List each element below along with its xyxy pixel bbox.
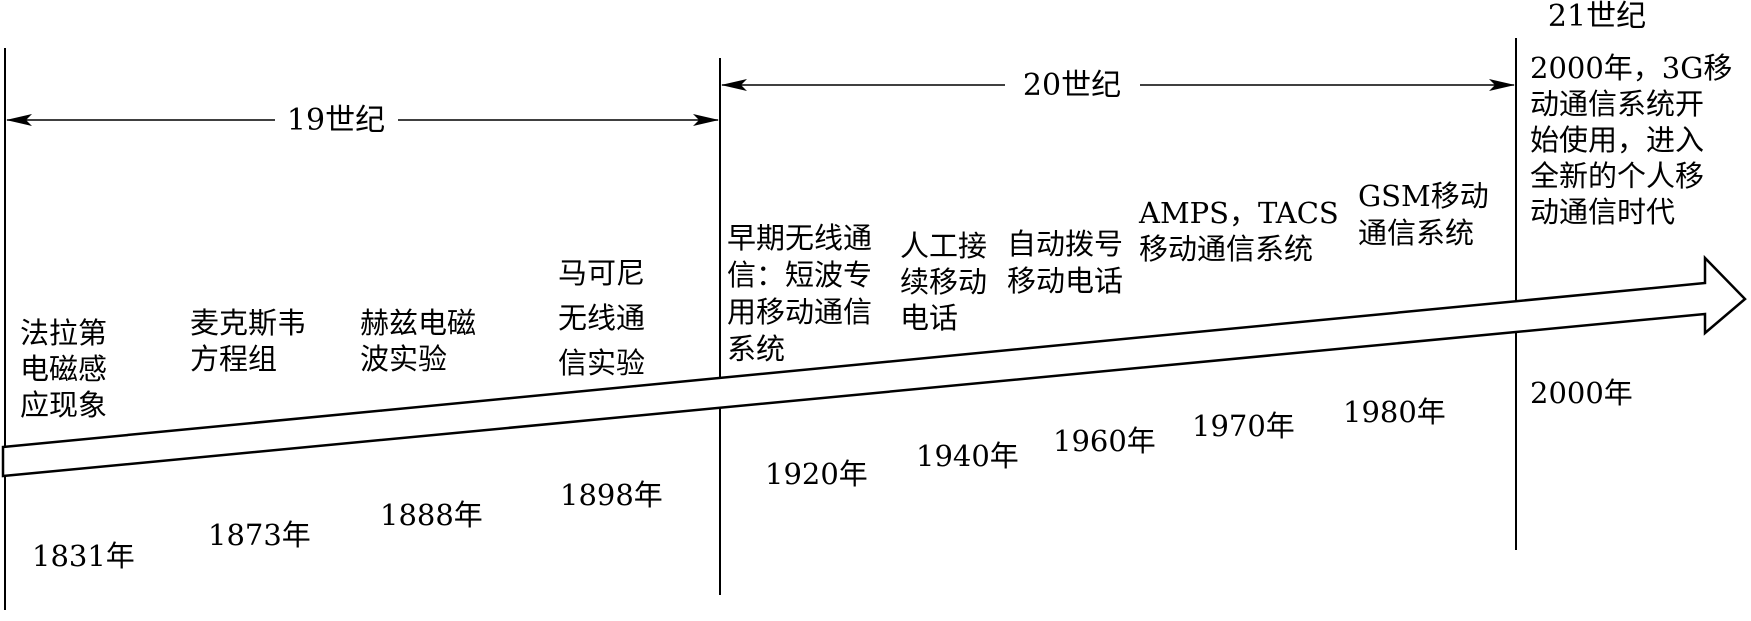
- event-1831-year: 1831年: [32, 539, 135, 573]
- event-1920-desc-line-3: 用移动通信: [727, 295, 872, 329]
- event-1898-desc-line-2: 无线通: [558, 301, 645, 335]
- event-1970: AMPS，TACS 移动通信系统 1970年: [1138, 196, 1339, 443]
- event-1831: 法拉第 电磁感 应现象 1831年: [20, 316, 135, 573]
- event-1960-year: 1960年: [1053, 424, 1156, 458]
- event-1898-year: 1898年: [560, 478, 663, 512]
- century-19-label: 19世纪: [287, 103, 385, 138]
- event-1873-desc-line-1: 麦克斯韦: [190, 306, 306, 340]
- event-2000-desc-line-4: 全新的个人移: [1530, 159, 1704, 193]
- event-1970-desc-line-1: AMPS，TACS: [1138, 196, 1339, 230]
- event-1970-year: 1970年: [1192, 409, 1295, 443]
- event-1898-desc-line-3: 信实验: [558, 346, 645, 380]
- event-2000-desc-line-5: 动通信时代: [1530, 195, 1675, 229]
- event-1980: GSM移动 通信系统 1980年: [1343, 179, 1489, 429]
- event-2000-year: 2000年: [1530, 376, 1633, 410]
- event-1920-year: 1920年: [765, 457, 868, 491]
- event-1940-year: 1940年: [916, 439, 1019, 473]
- event-1980-desc-line-2: 通信系统: [1358, 216, 1474, 250]
- timeline-arrow: [1, 254, 1747, 478]
- event-1898-desc-line-1: 马可尼: [558, 256, 645, 290]
- event-2000-desc-line-1: 2000年，3G移: [1530, 51, 1732, 85]
- event-1920: 早期无线通 信：短波专 用移动通信 系统 1920年: [727, 221, 872, 491]
- event-1980-year: 1980年: [1343, 395, 1446, 429]
- event-1831-desc-line-1: 法拉第: [20, 316, 107, 350]
- event-1920-desc-line-2: 信：短波专: [727, 258, 872, 292]
- event-1940: 人工接 续移动 电话 1940年: [900, 229, 1019, 473]
- event-1940-desc-line-1: 人工接: [900, 229, 987, 263]
- event-1920-desc-line-4: 系统: [727, 332, 785, 366]
- event-1898: 马可尼 无线通 信实验 1898年: [558, 256, 663, 512]
- event-1888-desc-line-1: 赫兹电磁: [360, 306, 476, 340]
- event-1960-desc-line-2: 移动电话: [1007, 264, 1123, 298]
- event-1940-desc-line-3: 电话: [900, 301, 958, 335]
- event-2000-desc-line-2: 动通信系统开: [1530, 87, 1704, 121]
- event-2000-desc-line-3: 始使用，进入: [1530, 123, 1704, 157]
- event-1920-desc-line-1: 早期无线通: [727, 221, 872, 255]
- event-1940-desc-line-2: 续移动: [900, 265, 987, 299]
- event-1873: 麦克斯韦 方程组 1873年: [190, 306, 311, 552]
- event-1970-desc-line-2: 移动通信系统: [1139, 232, 1313, 266]
- event-1980-desc-line-1: GSM移动: [1358, 179, 1489, 213]
- event-2000: 2000年，3G移 动通信系统开 始使用，进入 全新的个人移 动通信时代 200…: [1530, 51, 1732, 410]
- event-1873-year: 1873年: [208, 518, 311, 552]
- event-1888-year: 1888年: [380, 498, 483, 532]
- event-1831-desc-line-3: 应现象: [20, 388, 107, 422]
- event-1888: 赫兹电磁 波实验 1888年: [360, 306, 483, 532]
- century-20-label: 20世纪: [1023, 68, 1121, 103]
- event-1888-desc-line-2: 波实验: [360, 342, 447, 376]
- century-21-label: 21世纪: [1548, 0, 1646, 34]
- event-1960-desc-line-1: 自动拨号: [1007, 227, 1123, 261]
- event-1873-desc-line-2: 方程组: [190, 342, 277, 376]
- event-1831-desc-line-2: 电磁感: [20, 352, 107, 386]
- event-1960: 自动拨号 移动电话 1960年: [1007, 227, 1156, 458]
